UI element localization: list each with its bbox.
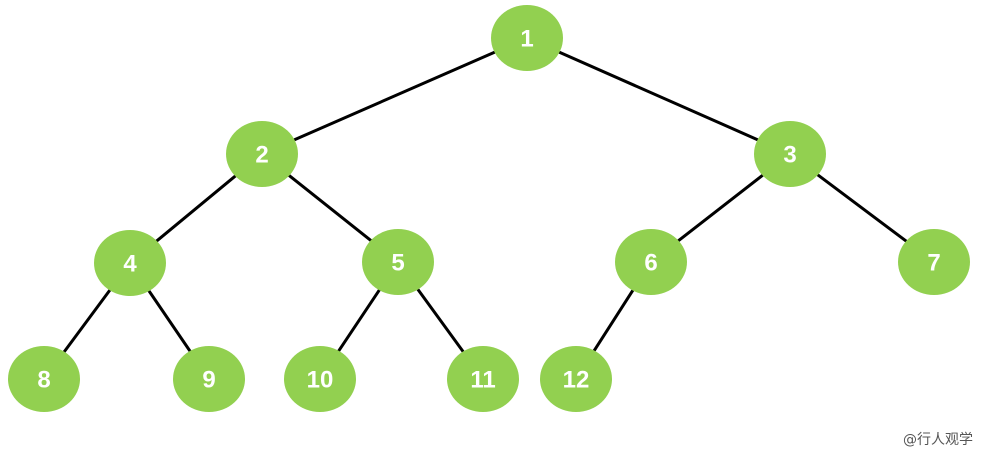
edge-3-6 [676, 173, 765, 243]
watermark-text: @行人观学 [903, 432, 973, 448]
node-circle-3 [754, 121, 826, 187]
edge-4-8 [62, 288, 112, 354]
edge-3-7 [816, 173, 908, 243]
tree-node-6: 6 [615, 229, 687, 295]
node-label-9: 9 [202, 367, 215, 394]
edge-2-4 [155, 174, 237, 243]
node-circle-7 [898, 229, 970, 295]
tree-node-1: 1 [491, 5, 563, 71]
edge-4-9 [147, 289, 192, 353]
edge-5-10 [337, 288, 381, 353]
node-circle-10 [284, 346, 356, 412]
tree-node-8: 8 [8, 346, 80, 412]
tree-node-9: 9 [173, 346, 245, 412]
tree-node-3: 3 [754, 121, 826, 187]
node-circle-11 [447, 346, 519, 412]
tree-node-4: 4 [94, 230, 166, 296]
tree-node-5: 5 [362, 229, 434, 295]
node-label-12: 12 [563, 367, 590, 394]
node-circle-1 [491, 5, 563, 71]
node-label-4: 4 [123, 251, 137, 278]
node-label-3: 3 [783, 142, 796, 169]
tree-node-11: 11 [447, 346, 519, 412]
tree-node-2: 2 [226, 121, 298, 187]
node-label-8: 8 [37, 367, 50, 394]
tree-node-12: 12 [540, 346, 612, 412]
node-label-10: 10 [307, 367, 334, 394]
node-circle-9 [173, 346, 245, 412]
node-circle-8 [8, 346, 80, 412]
node-label-5: 5 [391, 250, 404, 277]
edge-5-11 [416, 287, 465, 354]
edge-1-2 [292, 50, 497, 142]
node-label-2: 2 [255, 142, 268, 169]
node-circle-6 [615, 229, 687, 295]
tree-edges [62, 50, 908, 354]
edge-6-12 [592, 288, 635, 353]
tree-node-10: 10 [284, 346, 356, 412]
node-label-11: 11 [470, 367, 495, 394]
node-label-6: 6 [644, 250, 657, 277]
tree-node-7: 7 [898, 229, 970, 295]
edge-1-3 [557, 50, 760, 142]
node-circle-12 [540, 346, 612, 412]
node-label-7: 7 [927, 250, 940, 277]
edge-2-5 [287, 174, 373, 242]
node-circle-4 [94, 230, 166, 296]
node-circle-2 [226, 121, 298, 187]
node-label-1: 1 [520, 26, 533, 53]
node-circle-5 [362, 229, 434, 295]
